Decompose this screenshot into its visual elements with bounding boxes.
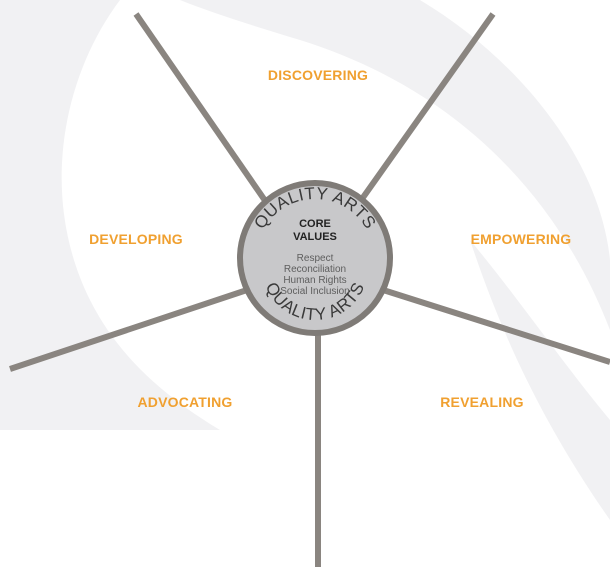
segment-labels: DISCOVERING EMPOWERING REVEALING ADVOCAT… — [89, 67, 571, 410]
core-value-respect: Respect — [297, 253, 334, 264]
hub-circle — [237, 180, 393, 336]
background-swoosh-top — [180, 0, 610, 330]
core-value-reconciliation: Reconciliation — [284, 264, 346, 275]
segment-label-advocating: ADVOCATING — [137, 394, 232, 410]
spoke-left — [9, 286, 251, 372]
core-value-human-rights: Human Rights — [283, 275, 346, 286]
segment-label-discovering: DISCOVERING — [268, 67, 368, 83]
segment-label-empowering: EMPOWERING — [471, 231, 572, 247]
spoke-right — [379, 286, 610, 365]
spoke-top-right — [349, 12, 496, 215]
core-title-line2: VALUES — [293, 231, 337, 243]
background-swooshes — [0, 0, 610, 520]
hub: QUALITY ARTS QUALITY ARTS CORE VALUES Re… — [237, 180, 393, 336]
core-title-line1: CORE — [299, 218, 331, 230]
background-swoosh-right — [470, 240, 610, 520]
segment-label-developing: DEVELOPING — [89, 231, 183, 247]
spoke-top-left — [133, 12, 278, 217]
background-swoosh-left — [0, 0, 220, 430]
spokes — [9, 12, 610, 567]
core-value-social-inclusion: Social Inclusion — [280, 286, 349, 297]
segment-label-revealing: REVEALING — [440, 394, 523, 410]
